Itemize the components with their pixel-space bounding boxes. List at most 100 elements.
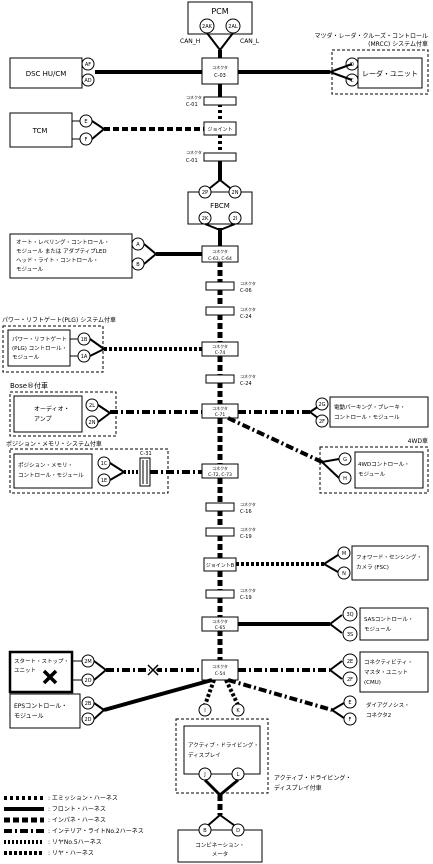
pcm-label: PCM (211, 7, 228, 16)
svg-text:1B: 1B (81, 337, 88, 343)
svg-text:ジョイントB: ジョイントB (206, 563, 235, 569)
dsc-radar-row: DSC HU/CM AF AD コネクタ C-03 マツダ・レーダ・クルーズ・コ… (9, 32, 429, 95)
mrcc-group-line1: マツダ・レーダ・クルーズ・コントロール (314, 32, 428, 40)
radar-label: レーダ・ユニット (362, 69, 418, 78)
svg-text:D: D (236, 828, 240, 834)
joint-a-label: ジョイント (207, 127, 232, 133)
svg-text:B: B (136, 262, 140, 268)
svg-text:L: L (237, 772, 240, 778)
connector-c19b: コネクタ C-19 (205, 587, 256, 601)
svg-text:ディスプレイ: ディスプレイ (188, 751, 221, 759)
svg-text:ポジション・メモリ・: ポジション・メモリ・ (18, 462, 73, 469)
svg-text:C-19: C-19 (240, 534, 252, 540)
plg-group-label: パワー・リフトゲート(PLG) システム付車 (2, 316, 116, 324)
svg-text:: フロント・ハーネス: : フロント・ハーネス (48, 806, 106, 813)
svg-text:2G: 2G (318, 402, 325, 408)
svg-text:2I: 2I (233, 216, 238, 222)
dsc-label: DSC HU/CM (26, 70, 67, 78)
audio-epb-row: Bose®付車 オーディオ・ アンプ 2L 2N コネクタ C-71 2G 2F… (9, 381, 429, 437)
c54-row: スタート・ストップ・ ユニット 2M 2O コネクタ C-54 2E 2F (8, 650, 429, 694)
svg-text:E: E (84, 119, 87, 125)
svg-text:コネクタ: コネクタ (240, 501, 256, 507)
svg-text:ユニット: ユニット (14, 667, 36, 674)
svg-text:アンプ: アンプ (34, 416, 52, 423)
svg-text:C-24: C-24 (240, 314, 252, 320)
svg-text:ヘッド・ライト・コントロール・: ヘッド・ライト・コントロール・ (16, 257, 99, 264)
mrcc-group-line2: (MRCC) システム付車 (368, 40, 428, 48)
svg-text:2N: 2N (232, 190, 239, 196)
connector-c24a: コネクタ C-24 (205, 306, 256, 320)
c31-label: C-31 (140, 451, 152, 457)
svg-text:N: N (342, 571, 346, 577)
plg-row: パワー・リフトゲート(PLG) システム付車 パワー・リフトゲート (PLG) … (2, 316, 239, 373)
svg-text:コンビネーション・: コンビネーション・ (195, 841, 244, 849)
svg-text:電動パーキング・ブレーキ・: 電動パーキング・ブレーキ・ (334, 403, 405, 411)
svg-text:M: M (342, 551, 346, 557)
svg-text:コントロール・モジュール: コントロール・モジュール (334, 414, 400, 421)
fsc-row: ジョイントB M N フォワード・センシング・ カメラ (FSC) (203, 545, 429, 581)
svg-text:C-24: C-24 (240, 381, 252, 387)
svg-text:C-06: C-06 (240, 288, 252, 294)
svg-text:2D: 2D (84, 717, 91, 723)
legend: : エミッション・ハーネス : フロント・ハーネス : インパネ・ハーネス : … (4, 795, 144, 857)
4wd-group-label: 4WD車 (408, 437, 428, 445)
svg-text:コネクタ: コネクタ (240, 306, 256, 312)
svg-text:コネクタ: コネクタ (212, 248, 228, 254)
svg-text:3S: 3S (347, 632, 353, 638)
svg-text:2P: 2P (202, 190, 208, 196)
svg-text:B: B (203, 828, 207, 834)
svg-text:モジュール: モジュール (12, 354, 40, 361)
connector-c06: コネクタ C-06 (205, 280, 256, 294)
svg-text:C-16: C-16 (240, 509, 252, 515)
connector-c19a: コネクタ C-19 (205, 526, 256, 540)
svg-text:(CMU): (CMU) (364, 680, 381, 686)
position-row: ポジション・メモリ・システム付車 ポジション・メモリ・ コントロール・モジュール… (6, 416, 429, 494)
svg-text:オート・レベリング・コントロール・: オート・レベリング・コントロール・ (16, 238, 110, 246)
svg-text:メータ: メータ (212, 850, 229, 858)
dsc-pin-af: AF (85, 62, 91, 68)
svg-text:コネクタ: コネクタ (240, 587, 256, 593)
svg-text:コネクタ: コネクタ (240, 373, 256, 379)
svg-text:C-65: C-65 (215, 625, 226, 631)
bose-group-label: Bose®付車 (10, 381, 48, 390)
can-l-label: CAN_L (240, 38, 260, 45)
c03-label-top: コネクタ (212, 64, 228, 70)
svg-text:: インテリア・ライトNo.2ハーネス: : インテリア・ライトNo.2ハーネス (48, 828, 144, 835)
svg-text:モジュール または アダプティブLED: モジュール または アダプティブLED (16, 247, 107, 255)
svg-text:2F: 2F (319, 419, 325, 425)
connector-c01a: コネクタ C-01 (186, 94, 237, 108)
svg-text:コネクティビティ・: コネクティビティ・ (364, 658, 413, 666)
svg-text:フォワード・センシング・: フォワード・センシング・ (356, 553, 422, 561)
bottom-branches: EPSコントロール・ モジュール 2B 2D E F ダイアグノシス・ コネクタ… (9, 678, 410, 863)
svg-text:2B: 2B (85, 701, 92, 707)
svg-text:コネクタ: コネクタ (186, 149, 202, 155)
svg-text:コネクタ: コネクタ (212, 618, 228, 624)
fbcm-label: FBCM (210, 202, 230, 210)
svg-text:I: I (204, 708, 205, 714)
svg-text:K: K (236, 708, 240, 714)
svg-text:F: F (349, 717, 352, 723)
svg-text:2N: 2N (89, 420, 96, 426)
svg-text:コネクタ: コネクタ (186, 94, 202, 100)
pcm-module: PCM 2AK 2AL CAN_H CAN_L (180, 1, 260, 58)
radar-pin-c: C (350, 78, 354, 84)
fbcm-module: 2P 2N 2K 2I FBCM (187, 179, 253, 231)
svg-text:J: J (203, 772, 205, 778)
svg-text:2O: 2O (84, 678, 91, 684)
svg-text:2L: 2L (89, 403, 95, 409)
tcm-row: TCM E F ジョイント (9, 112, 237, 148)
svg-text:C-71: C-71 (215, 412, 226, 418)
svg-text:C-72, C-73: C-72, C-73 (208, 472, 232, 478)
headlight-row: オート・レベリング・コントロール・ モジュール または アダプティブLED ヘッ… (9, 233, 239, 279)
connector-c24b: コネクタ C-24 (205, 373, 256, 387)
svg-text:(PLG) コントロール・: (PLG) コントロール・ (12, 345, 67, 352)
svg-text:コネクタ: コネクタ (240, 526, 256, 532)
svg-text:3Q: 3Q (346, 612, 353, 618)
svg-text:コネクタ2: コネクタ2 (366, 711, 391, 719)
sas-row: コネクタ C-65 3Q 3S SASコントロール・ モジュール (201, 606, 429, 642)
svg-text:カメラ (FSC): カメラ (FSC) (356, 564, 389, 571)
svg-text:C-01: C-01 (186, 102, 198, 108)
cut-icon (146, 663, 160, 677)
svg-text:1C: 1C (101, 461, 108, 467)
